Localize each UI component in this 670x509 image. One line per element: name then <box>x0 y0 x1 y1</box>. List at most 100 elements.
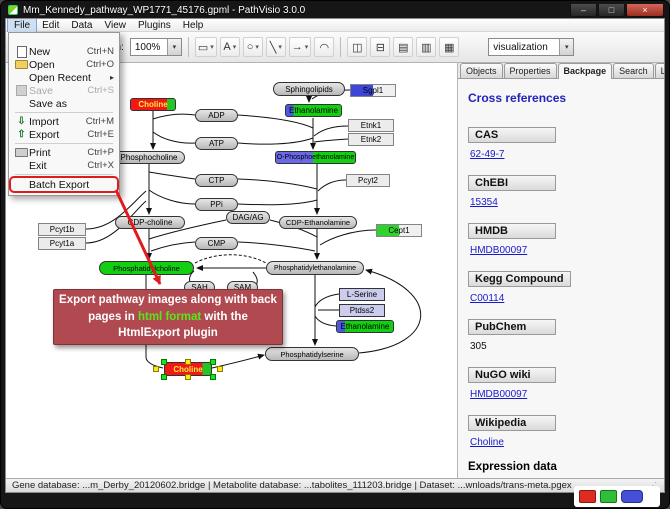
arc-tool-button[interactable]: ◠ <box>314 37 335 57</box>
node-pcyt2[interactable]: Pcyt2 <box>346 174 390 187</box>
node-sgpl1[interactable]: Sgpl1 <box>350 84 396 97</box>
zoom-combobox[interactable]: 100% ▾ <box>129 38 182 56</box>
menubar-item-edit[interactable]: Edit <box>42 19 60 31</box>
line-tool-button[interactable]: ╲▾ <box>265 37 286 57</box>
menu-item-save-as[interactable]: Save as <box>11 97 117 110</box>
node-choline[interactable]: Choline <box>130 98 176 111</box>
xref-link[interactable]: 62-49-7 <box>470 149 505 160</box>
menu-item-batch-export[interactable]: Batch Export <box>9 176 119 193</box>
menu-item-label: Save as <box>29 97 67 110</box>
xref-link[interactable]: HMDB00097 <box>470 389 528 400</box>
chevron-down-icon[interactable]: ▾ <box>166 39 181 55</box>
status-bar: Gene database: ...m_Derby_20120602.bridg… <box>6 478 664 492</box>
node-phosphatidylserine[interactable]: Phosphatidylserine <box>265 347 359 361</box>
group-button[interactable]: ▦ <box>439 37 460 57</box>
node-cdp-choline[interactable]: CDP-choline <box>115 216 185 229</box>
menu-item-open-recent[interactable]: Open Recent▸ <box>11 71 117 84</box>
resize-grip-icon[interactable]: ⋰ <box>649 481 658 490</box>
datanode-tool-button[interactable]: ▭▾ <box>194 37 217 57</box>
title-bar[interactable]: Mm_Kennedy_pathway_WP1771_45176.gpml - P… <box>8 3 664 17</box>
node-pcyt1b[interactable]: Pcyt1b <box>38 223 86 236</box>
tab-legend[interactable]: Legend <box>654 63 664 78</box>
tab-properties[interactable]: Properties <box>503 63 557 78</box>
menu-shortcut: Ctrl+O <box>86 59 114 70</box>
node-phosphatidylcholine[interactable]: Phosphatidylcholine <box>99 261 194 275</box>
menubar-item-file[interactable]: File <box>6 19 38 33</box>
selection-handle[interactable] <box>185 374 191 380</box>
print-glyph <box>15 148 28 157</box>
xref-link[interactable]: Choline <box>470 437 504 448</box>
node-dag-ag[interactable]: DAG/AG <box>226 211 270 224</box>
xref-header: PubChem <box>468 319 556 335</box>
maximize-button[interactable]: □ <box>598 3 625 17</box>
node-cmp[interactable]: CMP <box>195 237 238 250</box>
menubar-item-data[interactable]: Data <box>71 19 93 31</box>
selection-handle[interactable] <box>161 359 167 365</box>
visualization-combobox[interactable]: visualization ▾ <box>488 38 575 56</box>
selection-handle[interactable] <box>153 366 159 372</box>
selection-handle[interactable] <box>185 359 191 365</box>
expression-data-heading: Expression data <box>468 461 557 473</box>
node-cept1[interactable]: Cept1 <box>376 224 422 237</box>
tab-backpage[interactable]: Backpage <box>557 63 613 79</box>
node-pcyt1a[interactable]: Pcyt1a <box>38 237 86 250</box>
align-center-y-button[interactable]: ⊟ <box>370 37 391 57</box>
close-button[interactable]: × <box>626 3 664 17</box>
stack-vertical-button[interactable]: ▤ <box>393 37 414 57</box>
node-l-serine[interactable]: L-Serine <box>339 288 385 301</box>
app-icon <box>8 5 18 15</box>
minimize-button[interactable]: – <box>570 3 597 17</box>
chevron-down-icon[interactable]: ▾ <box>559 39 574 55</box>
connector-tool-button[interactable]: →▾ <box>288 37 312 57</box>
menubar-item-plugins[interactable]: Plugins <box>137 19 171 31</box>
menu-item-label: Export <box>29 128 60 141</box>
menubar-item-view[interactable]: View <box>104 19 126 31</box>
xref-header: Kegg Compound <box>468 271 571 287</box>
node-ptdss2[interactable]: Ptdss2 <box>339 304 385 317</box>
node-ethanolamine[interactable]: Ethanolamine <box>336 320 394 333</box>
tab-objects[interactable]: Objects <box>460 63 503 78</box>
node-phosphocholine[interactable]: Phosphocholine <box>113 151 185 164</box>
node-adp[interactable]: ADP <box>195 109 238 122</box>
selection-handle[interactable] <box>161 374 167 380</box>
node-cdp-ethanolamine[interactable]: CDP-Ethanolamine <box>279 216 357 229</box>
xref-link[interactable]: 15354 <box>470 197 498 208</box>
label-tool-button[interactable]: A▾ <box>219 37 240 57</box>
selection-handle[interactable] <box>210 359 216 365</box>
chevron-down-icon: ▾ <box>304 44 309 51</box>
node-ctp[interactable]: CTP <box>195 174 238 187</box>
node-etnk1[interactable]: Etnk1 <box>348 119 394 132</box>
shape-tool-button[interactable]: ○▾ <box>242 37 263 57</box>
node-o-phosphoethanolamine[interactable]: O-Phosphoethanolamine <box>275 151 356 164</box>
node-sphingolipids[interactable]: Sphingolipids <box>273 82 345 96</box>
xref-link[interactable]: HMDB00097 <box>470 245 528 256</box>
node-atp[interactable]: ATP <box>195 137 238 150</box>
window-title: Mm_Kennedy_pathway_WP1771_45176.gpml - P… <box>23 4 306 16</box>
stack-horizontal-button[interactable]: ▥ <box>416 37 437 57</box>
align-center-x-button[interactable]: ◫ <box>347 37 368 57</box>
menu-item-label: New <box>29 45 51 58</box>
node-phosphatidylethanolamine[interactable]: Phosphatidylethanolamine <box>266 261 364 275</box>
tab-search[interactable]: Search <box>613 63 654 78</box>
menubar-item-help[interactable]: Help <box>182 19 204 31</box>
node-ethanolamine[interactable]: Ethanolamine <box>285 104 342 117</box>
xref-header: Wikipedia <box>468 415 556 431</box>
status-text: Gene database: ...m_Derby_20120602.bridg… <box>12 480 572 491</box>
node-ppi[interactable]: PPi <box>195 198 238 211</box>
callout-highlight: html format <box>137 310 202 323</box>
selection-handle[interactable] <box>217 366 223 372</box>
node-etnk2[interactable]: Etnk2 <box>348 133 394 146</box>
selection-handle[interactable] <box>210 374 216 380</box>
xref-link[interactable]: C00114 <box>470 293 505 304</box>
